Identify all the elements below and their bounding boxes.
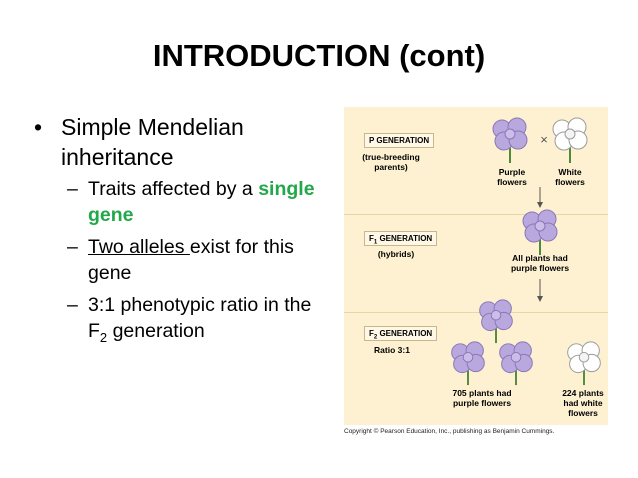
bullet-list: • Simple Mendelian inheritance – Traits … [34, 112, 334, 344]
purple-flower-icon [499, 341, 533, 386]
purple-flower-icon [522, 209, 558, 255]
f1-generation-label: F1 GENERATION [364, 231, 438, 246]
f1-note: (hybrids) [377, 249, 415, 259]
purple-flowers-label: Purple flowers [497, 167, 527, 187]
sub-bullet-two-alleles: – Two alleles exist for this gene [34, 234, 334, 286]
purple-flower-icon [492, 117, 528, 163]
white-flowers-label: White flowers [555, 167, 585, 187]
slide-title: INTRODUCTION (cont) [152, 38, 486, 73]
f2-purple-label: 705 plants had purple flowers [452, 388, 512, 408]
sub-bullet-text: 3:1 phenotypic ratio in the F [88, 294, 312, 342]
purple-flower-icon [479, 299, 513, 344]
sub-bullet-text: exist for this gene [88, 236, 294, 284]
f1-result-label: All plants had purple flowers [510, 253, 570, 273]
bullet-simple-mendelian: • Simple Mendelian inheritance [34, 112, 334, 172]
f2-subscript: 2 [373, 334, 378, 341]
bullet-text: Simple Mendelian inheritance [61, 114, 244, 170]
p-generation-note: (true-breeding parents) [362, 152, 420, 172]
mendel-cross-figure: P GENERATION (true-breeding parents) F1 … [344, 107, 608, 425]
f2-letter: F [369, 329, 374, 338]
divider [344, 312, 608, 313]
f1-generation-word: GENERATION [377, 234, 433, 243]
purple-flower-icon [451, 341, 485, 386]
sub-bullet-single-gene: – Traits affected by a single gene [34, 176, 334, 228]
sub-bullet-ratio: – 3:1 phenotypic ratio in the F2 generat… [34, 292, 334, 344]
p-generation-label: P GENERATION [364, 133, 435, 148]
divider [344, 214, 608, 215]
subscript-2: 2 [99, 329, 108, 345]
f2-generation-word: GENERATION [377, 329, 433, 338]
sub-bullet-text-end: generation [107, 320, 205, 342]
underlined-two-alleles: Two alleles [88, 236, 190, 258]
arrows-layer [537, 187, 543, 302]
f2-ratio: Ratio 3:1 [374, 345, 410, 355]
f1-subscript: 1 [373, 239, 378, 246]
down-arrow-icon [537, 187, 543, 208]
f2-generation-label: F2 GENERATION [364, 326, 438, 341]
highlight-single-gene: single gene [88, 178, 315, 226]
f2-white-label: 224 plants had white flowers [562, 388, 604, 418]
sub-bullet-text: Traits affected by a [88, 178, 253, 200]
white-flower-icon [552, 117, 588, 163]
dash-marker: – [67, 178, 78, 200]
f1-letter: F [369, 234, 374, 243]
white-flower-icon [567, 341, 601, 386]
bullet-marker: • [34, 114, 43, 140]
dash-marker: – [67, 236, 78, 258]
down-arrow-icon [537, 279, 543, 302]
copyright-notice: Copyright © Pearson Education, Inc., pub… [344, 428, 555, 435]
cross-symbol: × [540, 132, 548, 147]
dash-marker: – [67, 294, 78, 316]
